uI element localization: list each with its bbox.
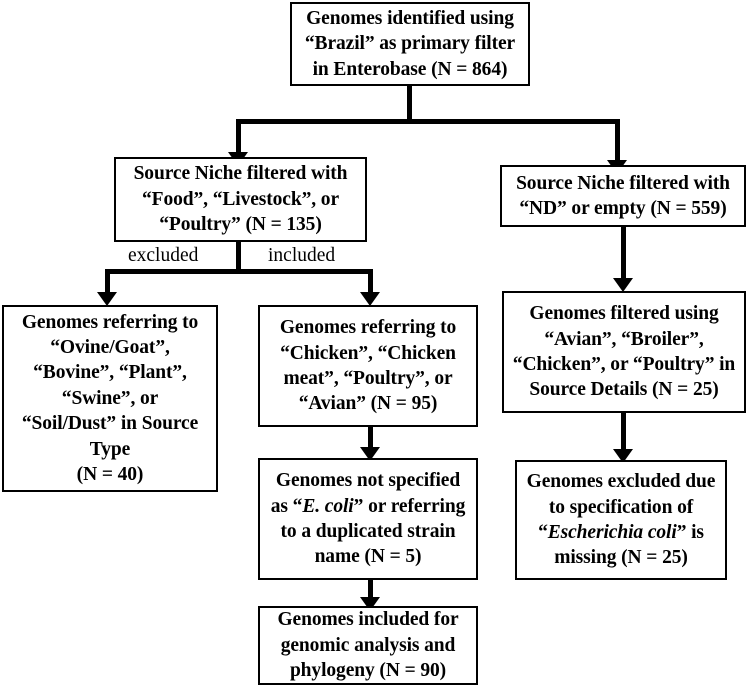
connector-nichefood-to-included-drop [368,269,373,295]
node-final-included-line-1: Genomes included for [277,609,459,631]
node-details-filtered-line-2: “Avian”, “Broiler”, [544,328,704,350]
node-excluded-sources-line-5: “Soil/Dust” in Source [21,413,199,435]
node-source-niche-nd[interactable]: Source Niche filtered with “ND” or empty… [500,165,746,227]
node-excluded-sources-line-7: (N = 40) [76,463,144,485]
node-niche-nd-line-2: “ND” or empty (N = 559) [519,198,727,219]
edge-label-excluded: excluded [128,245,199,266]
node-excluded-missing-line-3-pre: “ [538,522,548,543]
node-not-specified-line-2: as “E. coli” or referring [270,494,466,519]
node-included-poultry[interactable]: Genomes referring to “Chicken”, “Chicken… [258,305,478,427]
arrowhead-poultry-to-notspecified [360,447,380,461]
node-final-included-line-3: phylogeny (N = 90) [289,660,447,682]
connector-nichefood-split-bar [105,269,373,274]
node-excluded-source-types[interactable]: Genomes referring to “Ovine/Goat”, “Bovi… [2,305,218,492]
connector-nichefood-to-excluded-drop [105,269,110,295]
node-root[interactable]: Genomes identified using “Brazil” as pri… [290,2,530,86]
node-final-included-line-2: genomic analysis and [280,634,456,656]
node-root-line-3: in Enterobase (N = 864) [312,58,508,80]
node-source-niche-food[interactable]: Source Niche filtered with “Food”, “Live… [114,157,367,242]
connector-notspecified-to-final [368,578,373,601]
connector-poultry-to-notspecified [368,426,373,450]
node-excluded-sources-line-3: “Bovine”, “Plant”, [33,362,187,384]
node-included-poultry-line-2: “Chicken”, “Chicken [280,342,456,364]
node-excluded-missing-line-1: Genomes excluded due [526,471,716,493]
connector-root-to-left-drop [236,119,241,155]
node-details-filtered-line-3: “Chicken”, or “Poultry” in [512,354,736,375]
edge-label-included: included [268,245,336,266]
node-details-filtered-line-4: Source Details (N = 25) [529,379,719,401]
node-included-poultry-line-1: Genomes referring to [279,317,457,339]
node-excluded-missing-line-3: “Escherichia coli” is [538,520,704,545]
node-excluded-missing-line-3-post: ” is [676,522,704,543]
arrowhead-nichend-to-details [613,278,633,292]
node-excluded-sources-line-2: “Ovine/Goat”, [50,337,170,359]
node-not-specified-line-4: name (N = 5) [314,546,422,568]
connector-root-split-bar [236,119,620,124]
node-not-specified-line-2-pre: as “ [270,495,303,517]
node-niche-food-line-3: “Poultry” (N = 135) [159,214,322,236]
node-excluded-missing-species[interactable]: Genomes excluded due to specification of… [515,460,727,580]
node-not-specified-line-1: Genomes not specified [275,470,461,492]
node-niche-nd-line-1: Source Niche filtered with [516,172,730,194]
node-excluded-sources-line-4: “Swine”, or [61,387,159,409]
node-excluded-missing-line-2: to specification of [548,496,694,518]
node-excluded-sources-line-1: Genomes referring to [21,311,199,333]
node-not-specified-line-3: to a duplicated strain [280,521,456,542]
connector-details-to-excludedmissing [621,411,626,453]
node-details-filtered-line-1: Genomes filtered using [529,303,719,325]
node-excluded-missing-line-4: missing (N = 25) [554,547,688,569]
node-root-line-2: “Brazil” as primary filter [304,33,516,55]
connector-root-to-right-drop [615,119,620,163]
connector-nichefood-stem [236,240,241,272]
node-final-included[interactable]: Genomes included for genomic analysis an… [258,606,478,685]
node-root-line-1: Genomes identified using [306,7,514,29]
node-niche-food-line-2: “Food”, “Livestock”, or [141,188,340,210]
node-not-specified-line-2-post: ” or referring [353,495,466,517]
connector-nichend-to-details [621,227,626,282]
node-excluded-sources-line-6: Type [89,438,131,460]
connector-root-stem [407,84,412,122]
node-not-specified-species-italic: E. coli [302,495,354,517]
node-excluded-missing-species-italic: Escherichia coli [547,522,677,543]
node-included-poultry-line-4: “Avian” (N = 95) [298,393,438,415]
arrowhead-details-to-excludedmissing [613,449,633,463]
node-niche-food-line-1: Source Niche filtered with [133,163,348,185]
node-details-filtered[interactable]: Genomes filtered using “Avian”, “Broiler… [502,291,746,413]
node-included-poultry-line-3: meat”, “Poultry”, or [283,368,453,389]
node-not-specified-or-duplicate[interactable]: Genomes not specified as “E. coli” or re… [258,458,478,580]
arrowhead-to-included-poultry [360,292,380,306]
arrowhead-to-excluded-sources [97,292,117,306]
